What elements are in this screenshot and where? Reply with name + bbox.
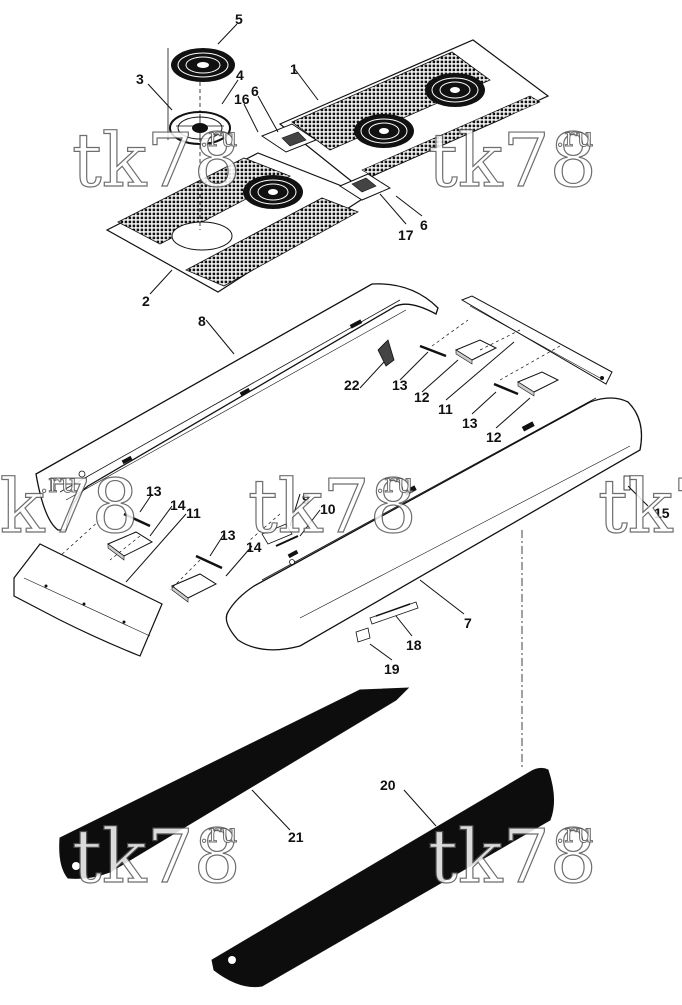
bracket-14b (171, 573, 218, 603)
rail-11-right (460, 295, 613, 385)
clip-15 (623, 475, 631, 491)
svg-text:tk78: tk78 (0, 464, 139, 550)
svg-text:tk78: tk78 (72, 814, 241, 900)
strip-20 (211, 767, 554, 988)
callout-13d: 13 (220, 527, 236, 543)
svg-text:tk78: tk78 (428, 814, 597, 900)
strip-13d (195, 554, 223, 570)
strip-13b (493, 382, 519, 396)
callout-9: 9 (302, 491, 310, 507)
clip-9-10 (261, 523, 299, 547)
callout-12a: 12 (414, 389, 430, 405)
svg-text:.ru: .ru (40, 469, 77, 499)
callout-13b: 13 (462, 415, 478, 431)
callout-11a: 11 (186, 505, 201, 521)
fan-guard-5 (171, 48, 235, 82)
fan-icon (243, 175, 303, 209)
bracket-12a (454, 339, 498, 365)
svg-text:tk78: tk78 (428, 118, 597, 204)
bracket-17 (338, 173, 392, 201)
callout-16: 16 (234, 91, 250, 107)
label-plate-19 (355, 627, 371, 643)
svg-text:tk78: tk78 (72, 118, 241, 204)
watermark: tk78 .ru tk78 .ru tk78 .ru tk78 .ru tk78… (0, 117, 682, 900)
callout-8: 8 (198, 313, 206, 329)
callout-3: 3 (136, 71, 144, 87)
fan-motor-4 (169, 111, 231, 145)
callout-2: 2 (142, 293, 150, 309)
callout-12b: 12 (486, 429, 502, 445)
callout-10: 10 (320, 501, 336, 517)
svg-text:.ru: .ru (200, 123, 237, 153)
svg-text:.ru: .ru (556, 123, 593, 153)
svg-text:.ru: .ru (376, 469, 413, 499)
callout-20: 20 (380, 777, 396, 793)
callout-18: 18 (406, 637, 422, 653)
callout-5: 5 (235, 11, 243, 27)
label-plate-18 (369, 601, 419, 625)
clip-22 (377, 339, 395, 367)
svg-text:tk78: tk78 (248, 464, 417, 550)
callout-14b: 14 (246, 539, 262, 555)
callout-15: 15 (654, 505, 670, 521)
strip-21 (59, 687, 410, 879)
callout-1: 1 (290, 61, 298, 77)
rail-11-left (13, 543, 163, 657)
callout-4: 4 (236, 67, 244, 83)
callout-11b: 11 (438, 401, 453, 417)
callouts: 5 4 3 16 6 1 17 6 2 8 22 13 12 11 13 12 … (136, 11, 670, 845)
callout-19: 19 (384, 661, 400, 677)
strip-13c (123, 512, 151, 528)
callout-6b: 6 (420, 217, 428, 233)
callout-6a: 6 (251, 83, 259, 99)
callout-22: 22 (344, 377, 360, 393)
svg-text:.ru: .ru (200, 819, 237, 849)
fan-icon (425, 73, 485, 107)
cover-7 (225, 397, 643, 651)
callout-13c: 13 (146, 483, 162, 499)
callout-7: 7 (464, 615, 472, 631)
bracket-16 (260, 123, 318, 153)
callout-17: 17 (398, 227, 414, 243)
fan-icon (354, 114, 414, 148)
callout-14a: 14 (170, 497, 186, 513)
svg-text:tk78: tk78 (598, 464, 682, 550)
cover-8 (35, 283, 439, 531)
bracket-12b (516, 371, 560, 397)
strip-13a (419, 344, 447, 358)
callout-21: 21 (288, 829, 304, 845)
callout-13a: 13 (392, 377, 408, 393)
svg-text:.ru: .ru (556, 819, 593, 849)
